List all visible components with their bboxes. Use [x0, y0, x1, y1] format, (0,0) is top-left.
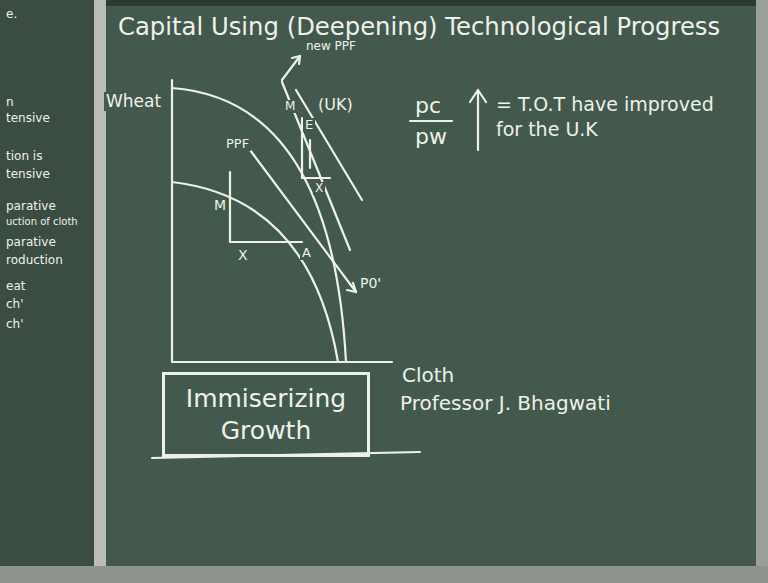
- price-line-label: P0': [358, 276, 383, 291]
- point-label: M: [283, 100, 297, 113]
- curve-label: PPF: [224, 137, 251, 151]
- curve-label: new PPF: [304, 40, 358, 53]
- point-label: M: [212, 198, 228, 213]
- board-fragment: tensive: [4, 168, 52, 181]
- point-label: E: [303, 118, 315, 132]
- highlight-box: Immiserizing Growth: [162, 372, 370, 457]
- board-fragment: uction of cloth: [4, 216, 80, 227]
- box-text: Immiserizing Growth: [165, 383, 367, 446]
- board-fragment: parative: [4, 236, 58, 249]
- axis-label: Wheat: [104, 92, 163, 111]
- point-label: A: [300, 246, 313, 260]
- board-fragment: roduction: [4, 254, 65, 267]
- board-fragment: parative: [4, 200, 58, 213]
- axis-label: Cloth: [400, 364, 456, 386]
- board-fragment: ch': [4, 318, 26, 331]
- point-label: X: [313, 182, 325, 195]
- point-label: X: [236, 248, 250, 263]
- board-fragment: eat: [4, 280, 27, 293]
- price-label: pw: [413, 125, 449, 149]
- board-fragment: e.: [4, 8, 19, 21]
- board-title: Capital Using (Deepening) Technological …: [118, 14, 720, 41]
- board-fragment: tion is: [4, 150, 44, 163]
- note-text: = T.O.T have improved for the U.K: [494, 92, 738, 141]
- board-fragment: tensive: [4, 112, 52, 125]
- country-label: (UK): [316, 96, 355, 114]
- board-fragment: n: [4, 96, 16, 109]
- price-label: pc: [413, 94, 443, 118]
- credit-text: Professor J. Bhagwati: [398, 392, 613, 414]
- board-fragment: ch': [4, 298, 26, 311]
